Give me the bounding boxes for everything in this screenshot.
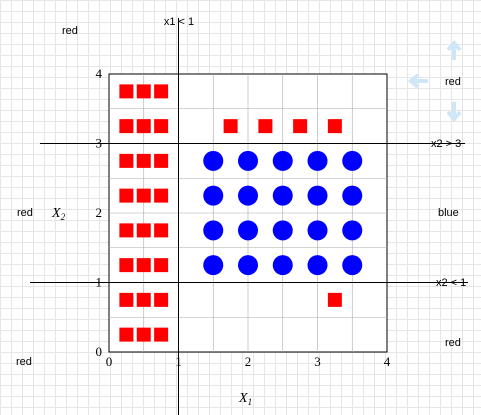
- blue-circle: [203, 255, 224, 276]
- blue-circle: [203, 220, 224, 241]
- red-square-markers: [119, 84, 342, 342]
- split-label-upper: x2 > 3: [431, 138, 461, 150]
- red-square: [258, 119, 273, 134]
- y-tick-label: 3: [96, 136, 103, 151]
- red-square: [119, 327, 134, 342]
- y-tick-label: 1: [96, 275, 103, 290]
- red-square: [154, 153, 169, 168]
- region-label-top-left: red: [62, 25, 78, 37]
- y-tick-label: 0: [96, 344, 103, 359]
- red-square: [119, 153, 134, 168]
- red-square: [119, 188, 134, 203]
- blue-circle: [307, 150, 328, 171]
- blue-circle: [272, 220, 293, 241]
- y-tick-labels: 0 1 2 3 4: [96, 66, 103, 359]
- red-square: [136, 84, 151, 99]
- blue-circle: [203, 185, 224, 206]
- blue-circle: [307, 220, 328, 241]
- region-label-top-right: red: [445, 76, 461, 88]
- red-square: [154, 188, 169, 203]
- x-tick-label: 3: [314, 354, 321, 369]
- blue-circle: [342, 255, 363, 276]
- blue-circle-markers: [203, 150, 363, 276]
- x-axis-label-main: X: [238, 391, 248, 406]
- blue-circle: [307, 185, 328, 206]
- red-square: [154, 292, 169, 307]
- split-label-vertical: x1 < 1: [164, 16, 194, 28]
- red-square: [119, 84, 134, 99]
- blue-circle: [238, 220, 258, 241]
- x-tick-label: 0: [106, 354, 113, 369]
- y-axis-label: X2: [51, 206, 66, 222]
- y-axis-label-main: X: [51, 206, 61, 221]
- region-label-bottom-left: red: [16, 356, 32, 368]
- blue-circle: [238, 150, 258, 171]
- y-tick-label: 2: [96, 205, 103, 220]
- red-square: [154, 327, 169, 342]
- red-square: [327, 119, 342, 134]
- red-square: [136, 223, 151, 238]
- red-square: [119, 292, 134, 307]
- red-square: [136, 258, 151, 273]
- red-square: [293, 119, 308, 134]
- blue-circle: [238, 255, 258, 276]
- x-tick-label: 1: [175, 354, 182, 369]
- x-tick-labels: 0 1 2 3 4: [106, 354, 391, 369]
- region-label-middle-left: red: [17, 207, 33, 219]
- y-axis-label-sub: 2: [61, 212, 66, 222]
- blue-circle: [307, 255, 328, 276]
- split-label-lower: x2 < 1: [436, 277, 466, 289]
- red-square: [154, 119, 169, 134]
- red-square: [154, 84, 169, 99]
- red-square: [119, 258, 134, 273]
- blue-circle: [238, 185, 258, 206]
- red-square: [223, 119, 238, 134]
- region-label-middle-right: blue: [438, 207, 459, 219]
- red-square: [119, 119, 134, 134]
- move-arrows-icon: [407, 39, 462, 123]
- red-square: [136, 153, 151, 168]
- y-tick-label: 4: [96, 66, 103, 81]
- x-axis-label: X1: [238, 391, 252, 407]
- red-square: [327, 292, 342, 307]
- blue-circle: [342, 150, 363, 171]
- red-square: [154, 223, 169, 238]
- blue-circle: [342, 185, 363, 206]
- region-label-bottom-right: red: [445, 337, 461, 349]
- blue-circle: [203, 150, 224, 171]
- red-square: [136, 292, 151, 307]
- blue-circle: [272, 185, 293, 206]
- red-square: [119, 223, 134, 238]
- red-square: [136, 119, 151, 134]
- x-tick-label: 4: [384, 354, 391, 369]
- x-tick-label: 2: [245, 354, 252, 369]
- red-square: [136, 327, 151, 342]
- x-axis-label-sub: 1: [248, 397, 253, 407]
- blue-circle: [342, 220, 363, 241]
- red-square: [154, 258, 169, 273]
- blue-circle: [272, 150, 293, 171]
- red-square: [136, 188, 151, 203]
- blue-circle: [272, 255, 293, 276]
